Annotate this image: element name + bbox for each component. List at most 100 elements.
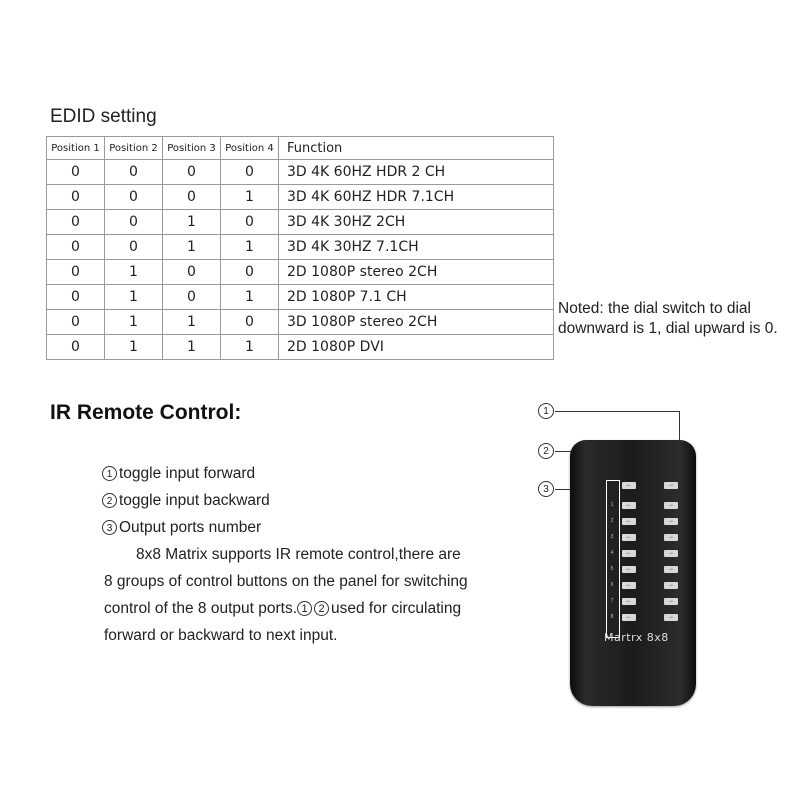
port-forward-button[interactable]: → [664, 534, 678, 541]
cell-position-4: 0 [220, 159, 279, 185]
cell-position-4: 1 [220, 184, 279, 210]
cell-position-4: 1 [220, 234, 279, 260]
cell-position-1: 0 [46, 209, 105, 235]
callout-3: 3 [538, 481, 554, 497]
port-backward-button[interactable]: ← [622, 502, 636, 509]
cell-position-3: 1 [162, 334, 221, 360]
cell-position-3: 1 [162, 309, 221, 335]
legend-text: Output ports number [119, 519, 262, 536]
circled-number-marker: 1 [102, 466, 117, 481]
cell-position-4: 1 [220, 284, 279, 310]
callout-2: 2 [538, 443, 554, 459]
edid-table: Position 1 Position 2 Position 3 Positio… [46, 136, 554, 360]
paragraph-line: forward or backward to next input. [104, 627, 338, 644]
cell-position-4: 0 [220, 309, 279, 335]
table-row: 0 1 1 0 3D 1080P stereo 2CH [46, 309, 554, 335]
cell-function: 3D 4K 30HZ 2CH [278, 209, 554, 235]
port-backward-button[interactable]: ← [622, 550, 636, 557]
cell-position-1: 0 [46, 184, 105, 210]
port-number: 5 [610, 566, 614, 572]
cell-function: 3D 4K 30HZ 7.1CH [278, 234, 554, 260]
port-forward-button[interactable]: → [664, 582, 678, 589]
cell-function: 2D 1080P stereo 2CH [278, 259, 554, 285]
cell-function: 3D 1080P stereo 2CH [278, 309, 554, 335]
cell-function: 3D 4K 60HZ HDR 7.1CH [278, 184, 554, 210]
ir-description: 8x8 Matrix supports IR remote control,th… [104, 541, 534, 649]
paragraph-line: 8 groups of control buttons on the panel… [104, 573, 468, 590]
port-backward-button[interactable]: ← [622, 598, 636, 605]
callout-1: 1 [538, 403, 554, 419]
port-number: 3 [610, 534, 614, 540]
cell-position-2: 1 [104, 309, 163, 335]
output-ports-panel [606, 480, 620, 638]
cell-position-1: 0 [46, 309, 105, 335]
cell-position-3: 1 [162, 209, 221, 235]
port-number: 1 [610, 502, 614, 508]
ir-remote-control: ← → 1 ← → 2 ← → 3 ← → 4 ← → 5 ← → 6 ← → … [570, 440, 696, 706]
paragraph-text: used for circulating [331, 600, 462, 617]
cell-position-4: 0 [220, 209, 279, 235]
ir-remote-title: IR Remote Control: [50, 401, 242, 424]
toggle-forward-button[interactable]: → [664, 482, 678, 489]
paragraph-text: control of the 8 output ports. [104, 600, 298, 617]
cell-position-1: 0 [46, 234, 105, 260]
cell-function: 3D 4K 60HZ HDR 2 CH [278, 159, 554, 185]
cell-position-1: 0 [46, 334, 105, 360]
port-forward-button[interactable]: → [664, 614, 678, 621]
port-forward-button[interactable]: → [664, 566, 678, 573]
cell-position-2: 1 [104, 284, 163, 310]
cell-position-2: 1 [104, 259, 163, 285]
legend-text: toggle input forward [119, 465, 256, 482]
table-row: 0 0 1 0 3D 4K 30HZ 2CH [46, 209, 554, 235]
callout-line [555, 411, 680, 412]
port-backward-button[interactable]: ← [622, 518, 636, 525]
cell-position-3: 1 [162, 234, 221, 260]
port-forward-button[interactable]: → [664, 518, 678, 525]
toggle-backward-button[interactable]: ← [622, 482, 636, 489]
edid-title: EDID setting [50, 106, 157, 127]
port-forward-button[interactable]: → [664, 598, 678, 605]
port-backward-button[interactable]: ← [622, 534, 636, 541]
table-row: 0 0 1 1 3D 4K 30HZ 7.1CH [46, 234, 554, 260]
port-forward-button[interactable]: → [664, 502, 678, 509]
table-row: 0 1 0 1 2D 1080P 7.1 CH [46, 284, 554, 310]
header-position-2: Position 2 [104, 136, 163, 160]
cell-position-4: 0 [220, 259, 279, 285]
circled-number-marker: 3 [102, 520, 117, 535]
port-backward-button[interactable]: ← [622, 582, 636, 589]
circled-number-marker: 2 [314, 601, 330, 616]
cell-position-2: 0 [104, 159, 163, 185]
port-number: 4 [610, 550, 614, 556]
table-row: 0 1 1 1 2D 1080P DVI [46, 334, 554, 360]
header-position-3: Position 3 [162, 136, 221, 160]
header-position-1: Position 1 [46, 136, 105, 160]
cell-position-4: 1 [220, 334, 279, 360]
cell-position-1: 0 [46, 159, 105, 185]
edid-header-row: Position 1 Position 2 Position 3 Positio… [46, 136, 554, 160]
table-row: 0 0 0 0 3D 4K 60HZ HDR 2 CH [46, 159, 554, 185]
cell-position-1: 0 [46, 259, 105, 285]
table-row: 0 0 0 1 3D 4K 60HZ HDR 7.1CH [46, 184, 554, 210]
cell-function: 2D 1080P DVI [278, 334, 554, 360]
port-forward-button[interactable]: → [664, 550, 678, 557]
cell-position-2: 1 [104, 334, 163, 360]
cell-position-3: 0 [162, 184, 221, 210]
legend-text: toggle input backward [119, 492, 270, 509]
port-backward-button[interactable]: ← [622, 566, 636, 573]
cell-position-3: 0 [162, 159, 221, 185]
cell-position-3: 0 [162, 259, 221, 285]
cell-position-1: 0 [46, 284, 105, 310]
table-row: 0 1 0 0 2D 1080P stereo 2CH [46, 259, 554, 285]
header-function: Function [278, 136, 554, 160]
port-number: 6 [610, 582, 614, 588]
cell-position-2: 0 [104, 234, 163, 260]
cell-position-2: 0 [104, 209, 163, 235]
circled-number-marker: 1 [297, 601, 313, 616]
port-number: 7 [610, 598, 614, 604]
cell-function: 2D 1080P 7.1 CH [278, 284, 554, 310]
port-backward-button[interactable]: ← [622, 614, 636, 621]
